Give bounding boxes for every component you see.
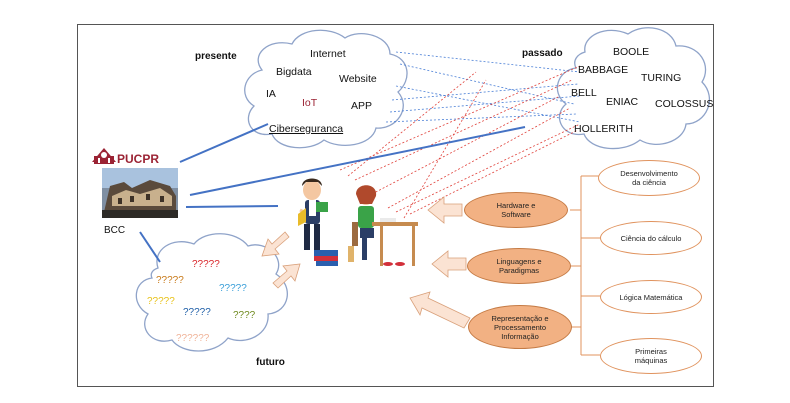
presente-item-bigdata: Bigdata (276, 66, 312, 78)
futuro-question-1: ????? (192, 259, 220, 270)
topic-representacao-line1: Representação e (491, 313, 549, 323)
topic-linguagens-line2: Paradigmas (498, 266, 539, 275)
presente-item-ciberseguranca: Ciberseguranca (269, 123, 344, 135)
arrow-to-students-3 (409, 291, 471, 329)
presente-item-app: APP (351, 100, 373, 112)
topic-linguagens-line1: Linguagens e (496, 257, 542, 266)
topic-representacao-line2: Processamento (493, 322, 547, 332)
topic-hardware-line2: Software (501, 210, 531, 219)
futuro-question-4: ????? (147, 296, 175, 307)
futuro-question-6: ???? (233, 310, 256, 321)
students-illustration (298, 178, 418, 266)
subject-ciencia-calculo: Ciência do cálculo (600, 221, 702, 255)
passado-cloud (556, 27, 711, 150)
passado-item-babbage: BABBAGE (578, 64, 629, 76)
presente-item-website: Website (339, 73, 377, 85)
subject-primeiras-line2: máquinas (634, 356, 668, 365)
arrow-to-students-1 (427, 196, 463, 224)
presente-item-internet: Internet (310, 48, 346, 60)
campus-photo (102, 168, 178, 218)
subject-logica-line1: Lógica Matemática (619, 292, 683, 302)
arrow-to-futuro (261, 231, 290, 257)
course-label: BCC (104, 225, 126, 236)
pucpr-logo-text: PUCPR (117, 152, 160, 166)
arrow-to-students-2 (431, 250, 467, 278)
passado-item-bell: BELL (571, 87, 597, 99)
futuro-question-5: ????? (183, 307, 211, 318)
pucpr-emblem-icon (92, 148, 116, 164)
arrows (261, 196, 471, 329)
dashed-red-lines (339, 65, 581, 219)
subject-bracket (570, 175, 600, 356)
passado-item-boole: BOOLE (613, 46, 650, 58)
passado-item-hollerith: HOLLERITH (574, 123, 633, 135)
topic-representacao-line3: Informação (501, 331, 539, 341)
subject-desenvolvimento-line1: Desenvolvimento (620, 169, 678, 178)
presente-item-ia: IA (266, 88, 276, 100)
subject-desenvolvimento-line2: da ciência (632, 178, 666, 187)
dashed-blue-lines (385, 51, 581, 123)
futuro-question-7: ?????? (176, 333, 210, 344)
passado-item-eniac: ENIAC (606, 96, 639, 108)
futuro-cloud (135, 233, 288, 352)
topic-hardware-line1: Hardware e (496, 201, 536, 210)
passado-item-colossus: COLOSSUS (655, 98, 714, 110)
subject-primeiras-line1: Primeiras (635, 347, 667, 356)
futuro-question-3: ????? (219, 283, 247, 294)
futuro-label: futuro (256, 357, 285, 368)
subject-ciencia-calculo-line1: Ciência do cálculo (620, 233, 682, 243)
passado-item-turing: TURING (641, 72, 682, 84)
futuro-question-2: ????? (156, 275, 184, 286)
subject-logica-matematica: Lógica Matemática (600, 280, 702, 314)
solid-connectors (139, 123, 526, 263)
passado-label: passado (522, 48, 563, 59)
presente-label: presente (195, 51, 237, 62)
arrow-from-futuro (272, 263, 301, 289)
presente-item-iot: IoT (302, 97, 318, 109)
